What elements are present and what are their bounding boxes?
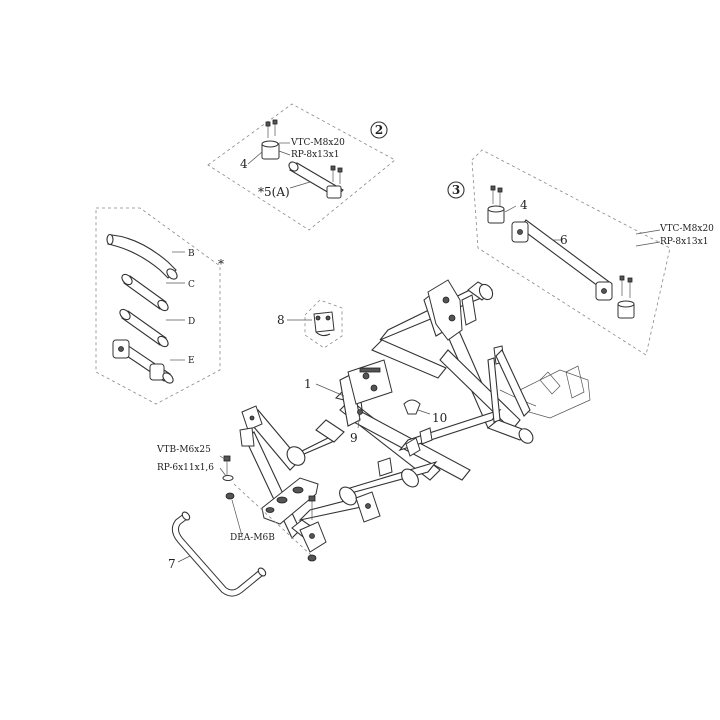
callout-part-e: E (188, 356, 195, 366)
tube-5a-icon (288, 161, 344, 199)
part-8-outline (304, 299, 343, 349)
callout-part-5a: *5(A) (258, 185, 290, 199)
bolt-9-icon (357, 409, 363, 429)
callout-rp-c: RP-6x11x1,6 (157, 463, 214, 473)
tube-set-parts (106, 233, 185, 384)
group-3-outline (471, 149, 671, 356)
callout-part-6: 6 (560, 233, 568, 247)
callout-dea: DEA-M6B (230, 533, 275, 543)
callout-part-4a: 4 (240, 157, 248, 171)
fastener-stack (219, 455, 317, 562)
tube-b-icon (106, 233, 178, 280)
washer-icon (222, 475, 234, 481)
callout-rp-a: RP-8x13x1 (291, 150, 339, 160)
group-2-badge (370, 121, 388, 139)
nut-icon (307, 554, 317, 562)
foot-plate-icon (261, 477, 319, 525)
bolt-icon (330, 165, 343, 184)
callout-part-1: 1 (304, 377, 312, 391)
group-3-parts (487, 185, 661, 319)
clamp-10-icon (403, 399, 421, 415)
spacer-icon (617, 300, 635, 319)
tube-e-icon (112, 339, 174, 384)
bolt-icon (490, 185, 503, 206)
tube-c-icon (121, 273, 169, 312)
chassis-frame (239, 279, 591, 553)
callout-part-7: 7 (168, 557, 176, 571)
group-2-parts (247, 119, 344, 199)
nut-icon (225, 492, 235, 500)
spacer-icon (261, 140, 280, 160)
callout-part-9: 9 (350, 431, 358, 445)
bolt-icon (619, 275, 633, 298)
callout-part-d: D (188, 317, 195, 327)
callout-vtc-a: VTC-M8x20 (290, 138, 345, 148)
group-3-badge (447, 181, 465, 199)
spacer-icon (487, 205, 505, 224)
tube-d-icon (119, 308, 169, 348)
group-3-number: 3 (452, 183, 460, 197)
callout-part-10: 10 (432, 411, 447, 425)
clamp-8-icon (313, 311, 335, 337)
callout-vtb: VTB-M6x25 (156, 445, 211, 455)
callout-part-b: B (188, 249, 195, 259)
tie-rod-6-icon (511, 219, 613, 301)
group-2-number: 2 (375, 123, 383, 137)
tube-set-outline (95, 207, 221, 405)
callout-part-8: 8 (277, 313, 285, 327)
callout-part-4b: 4 (520, 198, 528, 212)
bumper-bar-7-icon (171, 511, 267, 597)
callout-star: * (218, 257, 224, 271)
callout-vtc-b: VTC-M8x20 (659, 224, 714, 234)
callout-part-c: C (188, 280, 195, 290)
callout-rp-b: RP-8x13x1 (660, 237, 708, 247)
bolt-icon (265, 119, 278, 138)
